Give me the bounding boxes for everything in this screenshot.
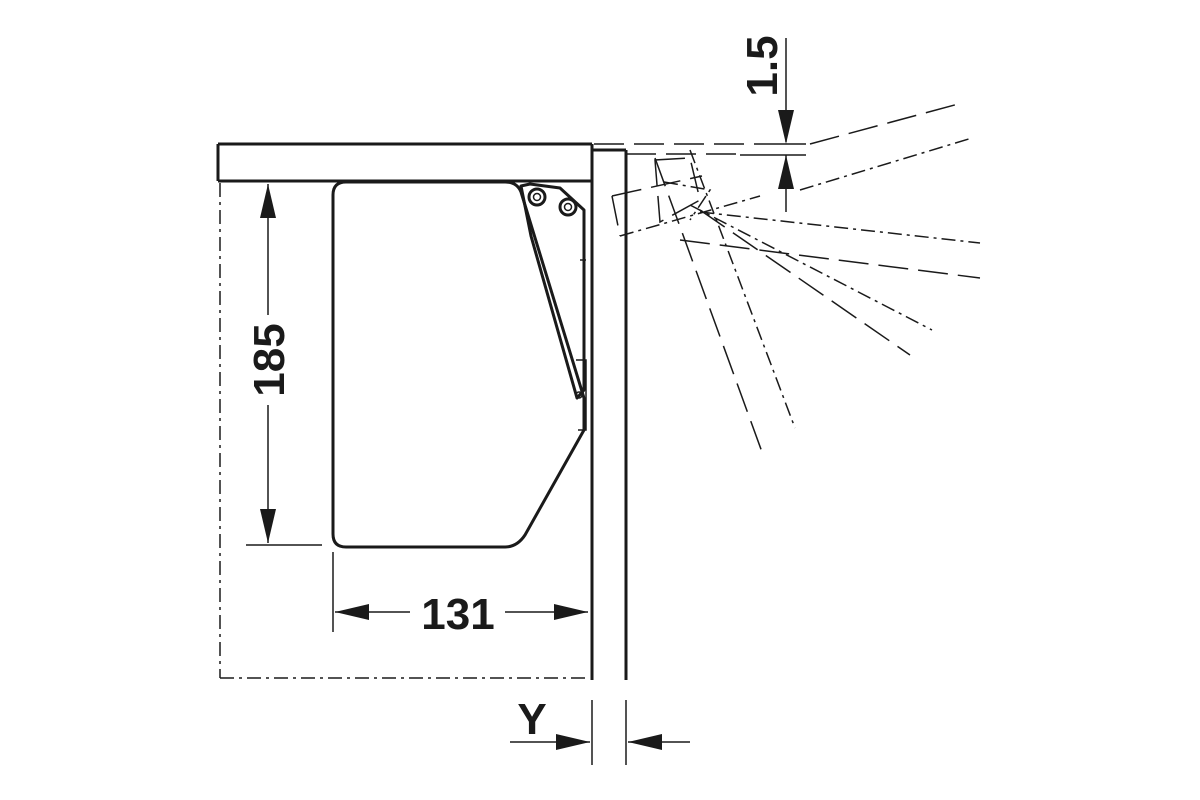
side-panel <box>590 144 628 680</box>
offset-dimension: 1.5 <box>738 35 806 212</box>
height-label: 185 <box>245 323 294 396</box>
width-dimension: 131 <box>332 552 588 639</box>
offset-label: 1.5 <box>738 35 787 96</box>
pivot-lower <box>558 197 578 217</box>
door-gap-dimension: Y <box>510 695 690 765</box>
pivot-upper <box>527 187 547 207</box>
flap-open-positions <box>594 102 981 453</box>
cabinet-top-panel <box>216 142 592 183</box>
door-gap-label: Y <box>517 695 546 744</box>
cabinet-outline <box>219 183 590 679</box>
lid-stay-mechanism <box>331 180 587 549</box>
height-dimension: 185 <box>245 184 322 546</box>
width-label: 131 <box>421 590 494 639</box>
